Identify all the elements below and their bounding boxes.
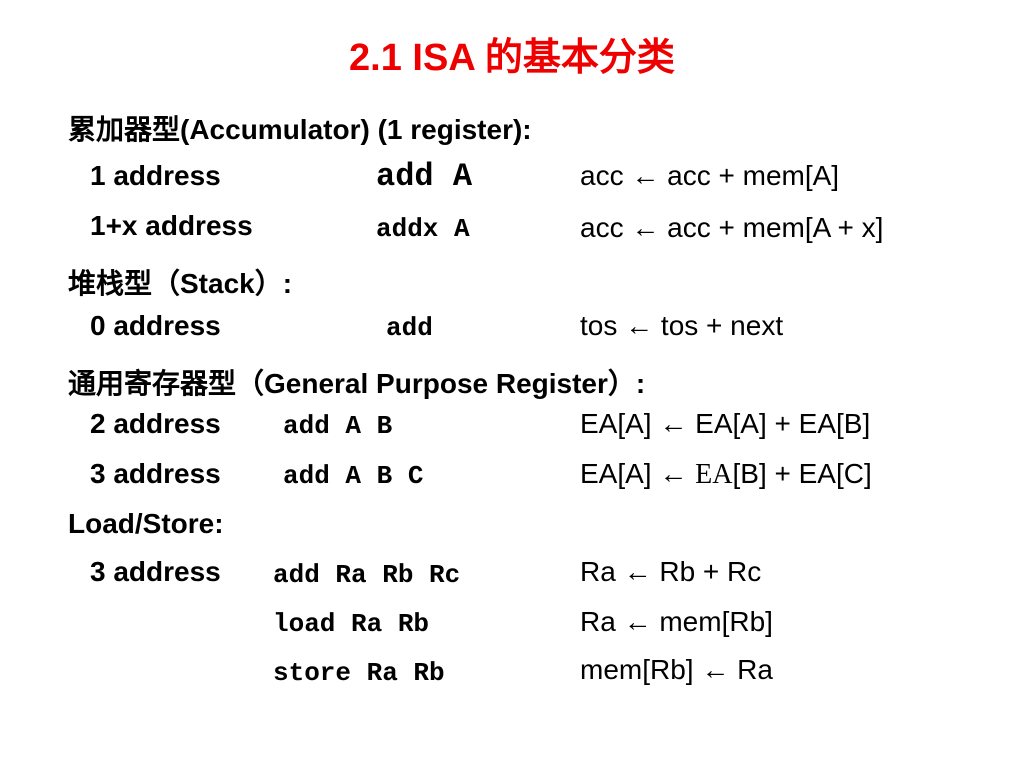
row-rtl: acc ← acc + mem[A + x] bbox=[580, 212, 884, 243]
rtl-part-serif: EA bbox=[695, 459, 733, 490]
rtl-part: [B] + EA[C] bbox=[732, 458, 872, 489]
row-label: 1+x address bbox=[90, 210, 253, 241]
row-code: add A bbox=[376, 158, 473, 195]
row-rtl: acc ← acc + mem[A] bbox=[580, 160, 840, 191]
section-accumulator: 累加器型(Accumulator) (1 register): bbox=[68, 114, 532, 145]
row-code: load Ra Rb bbox=[273, 609, 430, 639]
row-rtl: Ra ← Rb + Rc bbox=[580, 556, 762, 587]
row-label: 0 address bbox=[90, 310, 221, 341]
row-code: store Ra Rb bbox=[273, 658, 445, 688]
row-rtl: EA[A] ← EA[A] + EA[B] bbox=[580, 408, 871, 439]
row-code: addx A bbox=[376, 214, 470, 244]
row-rtl: EA[A] ← EA[B] + EA[C] bbox=[580, 458, 872, 491]
row-label: 2 address bbox=[90, 408, 221, 439]
row-label: 1 address bbox=[90, 160, 221, 191]
row-rtl: tos ← tos + next bbox=[580, 310, 784, 341]
section-gpr: 通用寄存器型（General Purpose Register）: bbox=[68, 368, 646, 399]
row-code: add bbox=[386, 313, 433, 343]
slide-title: 2.1 ISA 的基本分类 bbox=[349, 37, 675, 79]
section-loadstore: Load/Store: bbox=[68, 508, 224, 539]
row-code: add A B C bbox=[283, 461, 424, 491]
row-label: 3 address bbox=[90, 458, 221, 489]
row-rtl: mem[Rb] ← Ra bbox=[580, 654, 773, 685]
row-code: add A B bbox=[283, 411, 393, 441]
rtl-part: EA[A] ← bbox=[580, 458, 696, 489]
row-rtl: Ra ← mem[Rb] bbox=[580, 606, 773, 637]
section-stack: 堆栈型（Stack）: bbox=[68, 268, 293, 299]
row-code: add Ra Rb Rc bbox=[273, 560, 461, 590]
row-label: 3 address bbox=[90, 556, 221, 587]
